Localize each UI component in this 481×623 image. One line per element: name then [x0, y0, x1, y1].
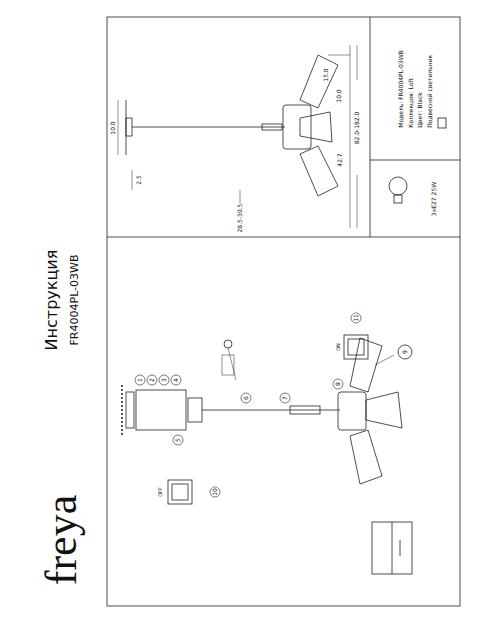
callout-number: 11 [353, 314, 359, 322]
bulb-icon [389, 177, 407, 203]
callout-circle [280, 393, 290, 403]
callout-number: 7 [282, 396, 288, 400]
pendant-icon [438, 118, 446, 128]
callout-number: 9 [402, 350, 408, 354]
dimension: 10.0 [110, 121, 116, 134]
assembly-drawing [122, 338, 412, 484]
wiring-table [372, 522, 412, 574]
callout-number: 4 [173, 378, 179, 382]
callout-circle [173, 435, 183, 445]
text-group: Модель: FR4004PL-03WBКоллекция: LoftЦвет… [396, 50, 434, 128]
spec-text: Цвет: Black [415, 50, 425, 128]
dimension: 42.7 [337, 153, 343, 166]
callout-number: 8 [335, 382, 341, 386]
callout-circle [159, 375, 169, 385]
callout-number: 5 [175, 438, 181, 442]
switch-state: OFF [158, 487, 163, 497]
spec-text: 3xE27 25W [429, 182, 439, 216]
spec-table: Модель: FR4004PL-03WBКоллекция: LoftЦвет… [372, 20, 458, 158]
callout-circle [351, 313, 361, 323]
model-code: FR4004PL-03WB [69, 255, 80, 346]
dimension: 82.0-182.0 [354, 112, 360, 145]
callout-number: 10 [212, 488, 218, 496]
dimension: 28.5-30.5 [237, 204, 243, 233]
dimension-drawing [118, 45, 357, 228]
callout-circle [135, 375, 145, 385]
divider [370, 17, 371, 237]
callout-circle [171, 375, 181, 385]
spec-text: Модель: FR4004PL-03WB [396, 50, 406, 128]
switch-box [168, 335, 368, 504]
callout-circle [333, 379, 343, 389]
callout-number: 3 [161, 378, 167, 382]
callout-circle [147, 375, 157, 385]
divider [107, 237, 460, 238]
dimension: 10.0 [336, 89, 342, 102]
spec-text: Подвесной светильник [425, 50, 435, 128]
callout-number: 2 [149, 378, 155, 382]
brand-logo: freya [40, 495, 84, 585]
spec-text: Коллекция: Loft [405, 50, 415, 128]
dimension: 2.5 [136, 175, 142, 185]
callout-circle [241, 393, 251, 403]
page-title: Инструкция [44, 250, 60, 351]
text-group: 3xE27 25W [429, 182, 439, 216]
divider [370, 160, 460, 161]
page-frame [107, 17, 460, 606]
lamp-spec-cell: 3xE27 25W [410, 163, 458, 235]
callout-circle [210, 487, 220, 497]
switch-state: ON [336, 343, 341, 351]
callout-number: 6 [243, 396, 249, 400]
callout-number: 1 [137, 378, 143, 382]
dimension: 15.0 [323, 68, 329, 81]
